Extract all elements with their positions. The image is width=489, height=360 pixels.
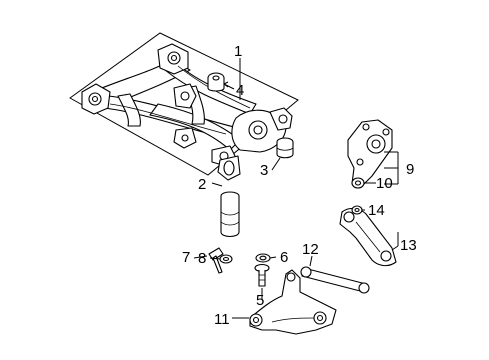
washer-8 — [219, 254, 233, 264]
callout-4: 4 — [236, 82, 244, 99]
callout-9: 9 — [406, 161, 414, 178]
bushing-14 — [351, 205, 363, 215]
bolt-5 — [254, 263, 270, 287]
knuckle-9 — [347, 119, 393, 187]
callout-13: 13 — [400, 237, 417, 254]
callout-11: 11 — [214, 311, 230, 328]
mount-3 — [276, 137, 294, 159]
link-12 — [300, 266, 370, 294]
callout-6: 6 — [280, 249, 288, 266]
callout-10: 10 — [376, 175, 393, 192]
callout-2: 2 — [198, 176, 206, 193]
bushing-4 — [207, 72, 225, 92]
callout-12: 12 — [302, 241, 319, 258]
callout-5: 5 — [256, 292, 264, 309]
callouts: 1 2 3 4 5 6 7 8 9 10 11 12 13 14 — [182, 43, 417, 328]
callout-7: 7 — [182, 249, 190, 266]
mount-2 — [220, 191, 240, 238]
bushing-10 — [351, 177, 365, 189]
bolt-7 — [208, 247, 224, 274]
lower-arm-11 — [249, 269, 337, 335]
callout-3: 3 — [260, 162, 268, 179]
callout-14: 14 — [368, 202, 385, 219]
callout-1: 1 — [234, 43, 242, 60]
subframe-panel — [69, 32, 299, 176]
subframe-crossmember — [81, 43, 293, 181]
callout-8: 8 — [198, 250, 206, 267]
washer-6 — [255, 253, 271, 263]
leader-lines — [193, 58, 399, 319]
